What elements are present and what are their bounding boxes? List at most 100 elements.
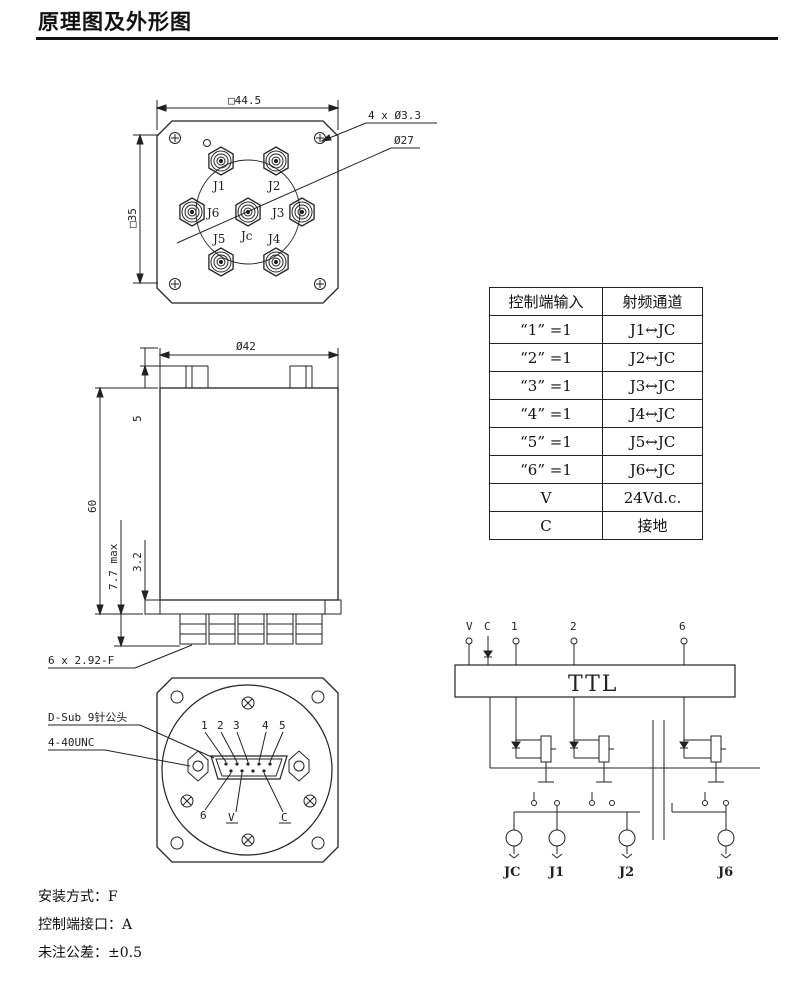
control-cell: “5” =1	[489, 427, 603, 456]
thread-label: 4-40UNC	[48, 736, 94, 749]
input-label-c: C	[484, 620, 491, 633]
page-title: 原理图及外形图	[38, 10, 192, 34]
rf-port-symbols	[505, 829, 735, 859]
hex-nut-right	[288, 750, 310, 782]
rf-label-jc: JC	[503, 865, 521, 880]
note-label: 未注公差：	[38, 945, 108, 961]
ttl-label: TTL	[568, 672, 618, 697]
top-width-dim: □44.5	[228, 94, 261, 107]
side-diameter-dim: Ø42	[236, 340, 256, 353]
side-body	[159, 387, 339, 601]
dsub-shell	[210, 755, 288, 780]
top-body	[156, 120, 339, 304]
input-label-6: 6	[679, 620, 686, 633]
bottom-connectors	[179, 613, 323, 645]
spec-notes: 安装方式：F 控制端接口：A 未注公差：±0.5	[38, 883, 142, 967]
pin-label-1: 1	[201, 719, 208, 732]
connector-dim: 6 x 2.92-F	[48, 654, 114, 667]
side-height-dim: 60	[86, 500, 99, 513]
channel-cell: J3↔JC	[602, 371, 703, 400]
base-plate	[144, 599, 342, 615]
pin-label-c: C	[281, 811, 288, 824]
sma-connector	[208, 146, 234, 176]
pin-label-3: 3	[233, 719, 240, 732]
control-cell: C	[489, 511, 603, 540]
dsub-pins	[224, 762, 272, 773]
index-mark	[203, 139, 211, 147]
dsub-label: D-Sub 9针公头	[48, 710, 127, 724]
port-label-jc: Jc	[239, 229, 253, 243]
port-label-j3: J3	[270, 206, 284, 220]
pin-label-4: 4	[262, 719, 269, 732]
pin-label-6: 6	[200, 809, 207, 822]
control-cell: V	[489, 483, 603, 512]
sma-connector	[263, 247, 289, 277]
bottom-flange	[161, 684, 333, 856]
note-mounting: 安装方式：F	[38, 883, 142, 911]
port-label-j2: J2	[266, 179, 280, 193]
schematic: V C 1 2 6 TTL	[454, 620, 760, 880]
note-value: A	[122, 917, 133, 933]
circle-dim: Ø27	[394, 134, 414, 147]
side-bottom-dim: 3.2	[131, 552, 144, 572]
control-cell: “4” =1	[489, 399, 603, 428]
control-cell: “2” =1	[489, 343, 603, 372]
channel-cell: J6↔JC	[602, 455, 703, 484]
note-tolerance: 未注公差：±0.5	[38, 939, 142, 967]
top-view: □44.5 □35 J1 J2 J3 J4 J5 J6 Jc	[126, 94, 437, 304]
truth-table-header: 控制端输入 射频通道	[489, 287, 703, 316]
pin-label-5: 5	[279, 719, 286, 732]
port-label-j1: J1	[211, 179, 225, 193]
sma-connector	[289, 197, 315, 227]
pin-label-2: 2	[217, 719, 224, 732]
note-label: 控制端接口：	[38, 917, 122, 933]
mounting-holes	[169, 132, 326, 290]
side-max-dim: 7.7 max	[107, 543, 120, 590]
channel-cell: J5↔JC	[602, 427, 703, 456]
channel-cell: 接地	[602, 511, 703, 540]
rf-label-j2: J2	[618, 865, 634, 880]
sma-connector	[263, 146, 289, 176]
pin-label-v: V	[228, 811, 235, 824]
top-height-dim: □35	[126, 208, 139, 228]
header-rf-channel: 射频通道	[602, 287, 703, 316]
note-value: ±0.5	[108, 945, 142, 961]
channel-cell: 24Vd.c.	[602, 483, 703, 512]
control-cell: “6” =1	[489, 455, 603, 484]
sma-connector	[179, 197, 205, 227]
input-label-2: 2	[570, 620, 577, 633]
bottom-body	[156, 677, 339, 863]
ttl-block	[454, 664, 736, 698]
header-control-input: 控制端输入	[489, 287, 603, 316]
bottom-view: 1 2 3 4 5 6 V C D-Sub 9针公头 4-40UNC	[48, 677, 339, 863]
port-label-j4: J4	[266, 232, 281, 246]
port-label-j5: J5	[211, 232, 225, 246]
hex-nut-left	[187, 750, 209, 782]
channel-cell: J1↔JC	[602, 315, 703, 344]
channel-cell: J4↔JC	[602, 399, 703, 428]
holes-dim: 4 x Ø3.3	[368, 109, 421, 122]
port-label-j6: J6	[205, 206, 219, 220]
note-value: F	[108, 889, 118, 905]
screws	[180, 696, 317, 847]
input-label-v: V	[466, 620, 473, 633]
input-label-1: 1	[511, 620, 518, 633]
sma-connector	[235, 197, 261, 227]
control-cell: “1” =1	[489, 315, 603, 344]
sma-connector	[208, 247, 234, 277]
rf-label-j1: J1	[548, 865, 564, 880]
note-label: 安装方式：	[38, 889, 108, 905]
note-control-interface: 控制端接口：A	[38, 911, 142, 939]
sma-connectors	[179, 146, 315, 277]
title-rule	[36, 37, 778, 40]
